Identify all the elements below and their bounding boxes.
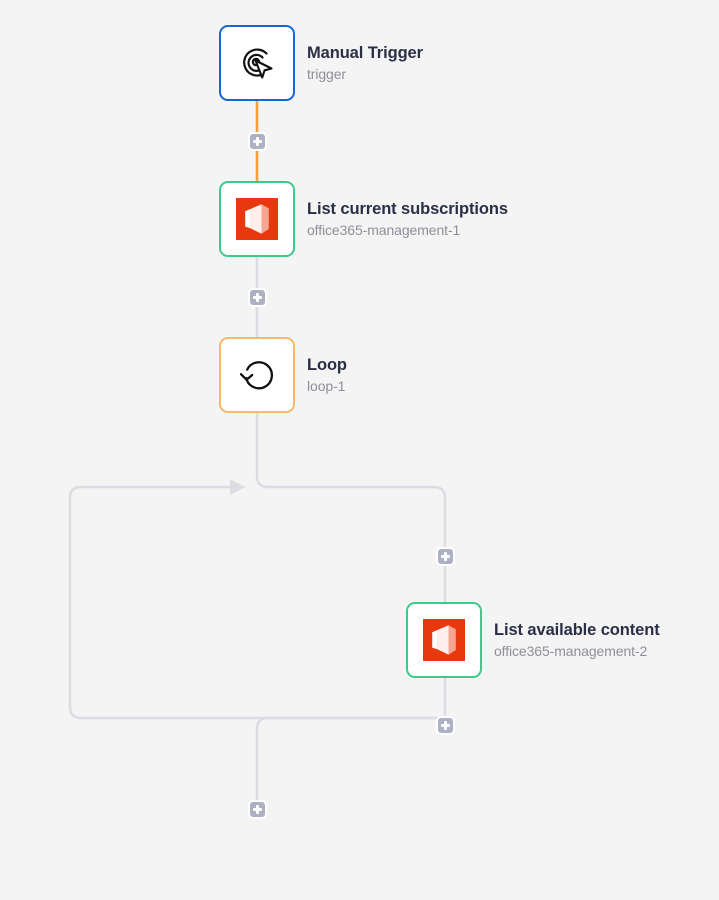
loopback-arrowhead-icon — [230, 479, 245, 495]
plus-icon — [444, 721, 447, 730]
node-subtitle: loop-1 — [307, 377, 346, 394]
office365-icon — [236, 198, 278, 240]
plus-icon — [444, 552, 447, 561]
plus-icon — [256, 293, 259, 302]
node-title: List available content — [494, 620, 660, 639]
office365-icon — [423, 619, 465, 661]
node-title: List current subscriptions — [307, 199, 508, 218]
add-node-button-after-loop[interactable] — [248, 800, 267, 819]
node-title: Loop — [307, 355, 347, 374]
node-list-available-content-text: List available content office365-managem… — [494, 621, 660, 659]
node-loop-box[interactable] — [219, 337, 295, 413]
node-subtitle: office365-management-2 — [494, 642, 648, 659]
plus-icon — [256, 137, 259, 146]
loop-refresh-icon — [234, 352, 280, 398]
add-node-button-inside-loop-after-content[interactable] — [436, 716, 455, 735]
node-loop[interactable]: Loop loop-1 — [219, 337, 347, 413]
edge-loop-done-output — [255, 716, 447, 802]
node-list-current-subscriptions[interactable]: List current subscriptions office365-man… — [219, 181, 508, 257]
node-list-available-content-box[interactable] — [406, 602, 482, 678]
add-node-button-after-trigger[interactable] — [248, 132, 267, 151]
manual-trigger-cursor-icon — [234, 40, 280, 86]
edge-loop-to-list-available-content — [255, 407, 447, 604]
plus-icon — [256, 805, 259, 814]
node-title: Manual Trigger — [307, 43, 423, 62]
node-loop-text: Loop loop-1 — [307, 356, 347, 394]
node-list-current-subscriptions-text: List current subscriptions office365-man… — [307, 200, 508, 238]
node-manual-trigger-text: Manual Trigger trigger — [307, 44, 423, 82]
node-list-available-content[interactable]: List available content office365-managem… — [406, 602, 660, 678]
add-node-button-inside-loop-before-content[interactable] — [436, 547, 455, 566]
node-subtitle: trigger — [307, 65, 346, 82]
node-manual-trigger-box[interactable] — [219, 25, 295, 101]
edge-loopback-rail — [68, 485, 447, 720]
node-subtitle: office365-management-1 — [307, 221, 461, 238]
node-list-current-subscriptions-box[interactable] — [219, 181, 295, 257]
node-manual-trigger[interactable]: Manual Trigger trigger — [219, 25, 423, 101]
add-node-button-after-list-subscriptions[interactable] — [248, 288, 267, 307]
